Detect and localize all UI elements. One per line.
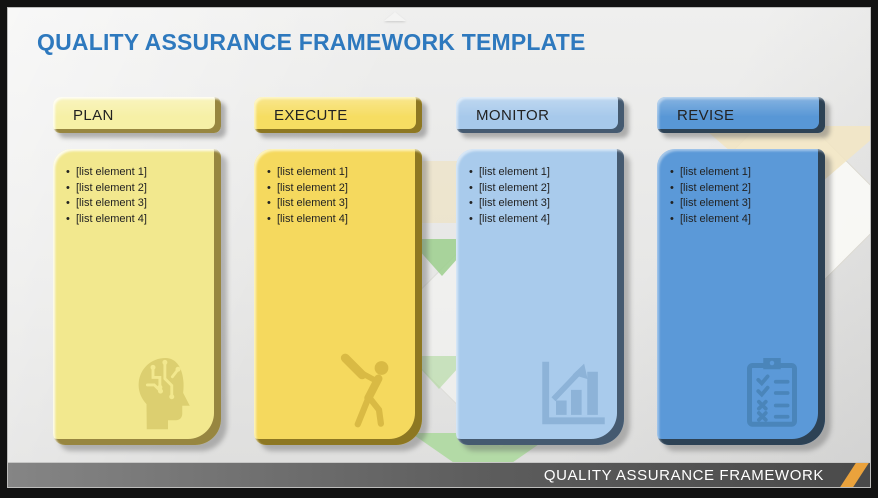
- column-body-plan: • [list element 1] • [list element 2] • [li…: [53, 149, 221, 445]
- baseball-batter-icon: [329, 353, 409, 433]
- list-item-text: [list element 4]: [277, 212, 348, 225]
- slide-canvas: QUALITY ASSURANCE FRAMEWORK TEMPLATE PLA…: [7, 7, 871, 488]
- list-item-text: [list element 3]: [479, 197, 550, 209]
- column-body-execute: • [list element 1] • [list element 2] • [li…: [254, 149, 422, 445]
- list-item: • [list element 2]: [469, 181, 608, 197]
- column-execute: EXECUTE • [list element 1] • [list element…: [254, 97, 422, 445]
- bullet: •: [267, 197, 271, 209]
- list-item: • [list element 4]: [66, 212, 205, 228]
- list-item-text: [list element 1]: [680, 166, 751, 178]
- list-item-text: [list element 4]: [76, 212, 147, 225]
- list-item-text: [list element 1]: [76, 166, 147, 178]
- list-item: • [list element 4]: [469, 212, 608, 228]
- bullet: •: [267, 181, 271, 194]
- list-item: • [list element 4]: [267, 212, 406, 228]
- page-title: QUALITY ASSURANCE FRAMEWORK TEMPLATE: [37, 29, 586, 55]
- bullet: •: [670, 166, 674, 178]
- list-item: • [list element 3]: [267, 196, 406, 212]
- list-item: • [list element 3]: [469, 196, 608, 212]
- watermark-band-beige: [416, 161, 462, 223]
- list-item: • [list element 1]: [66, 165, 205, 181]
- bullet: •: [66, 212, 70, 225]
- footer-bar: QUALITY ASSURANCE FRAMEWORK: [8, 462, 870, 487]
- column-header-monitor: MONITOR: [456, 97, 624, 133]
- ai-head-circuit-icon: [128, 353, 208, 433]
- column-body-revise: • [list element 1] • [list element 2] • [li…: [657, 149, 825, 445]
- clipboard-checklist-icon: [732, 353, 812, 433]
- bullet: •: [469, 181, 473, 194]
- list-item-text: [list element 3]: [76, 197, 147, 209]
- column-body-monitor: • [list element 1] • [list element 2] • [li…: [456, 149, 624, 445]
- list-item-text: [list element 2]: [680, 181, 751, 194]
- bullet: •: [469, 197, 473, 209]
- footer-title: QUALITY ASSURANCE FRAMEWORK: [543, 466, 824, 484]
- column-plan: PLAN • [list element 1] • [list element 2]…: [53, 97, 221, 445]
- column-header-execute: EXECUTE: [254, 97, 422, 133]
- list-item-text: [list element 2]: [277, 181, 348, 194]
- list-item-text: [list element 2]: [76, 181, 147, 194]
- column-header-plan: PLAN: [53, 97, 221, 133]
- list-item-text: [list element 3]: [277, 197, 348, 209]
- bullet: •: [66, 166, 70, 178]
- list-item-text: [list element 4]: [680, 212, 751, 225]
- footer-accent-stripe: [838, 463, 870, 487]
- list-item: • [list element 1]: [469, 165, 608, 181]
- bullet: •: [267, 166, 271, 178]
- list-item: • [list element 1]: [670, 165, 809, 181]
- bullet: •: [66, 181, 70, 194]
- bullet: •: [670, 181, 674, 194]
- column-monitor: MONITOR • [list element 1] • [list element…: [456, 97, 624, 445]
- list-item: • [list element 3]: [66, 196, 205, 212]
- list-item: • [list element 2]: [66, 181, 205, 197]
- list-item-text: [list element 1]: [277, 166, 348, 178]
- list-item: • [list element 3]: [670, 196, 809, 212]
- list-item-text: [list element 2]: [479, 181, 550, 194]
- list-item-text: [list element 3]: [680, 197, 751, 209]
- bullet: •: [66, 197, 70, 209]
- column-revise: REVISE • [list element 1] • [list element …: [657, 97, 825, 445]
- bullet: •: [670, 212, 674, 225]
- watermark-triangle-top: [384, 12, 406, 21]
- list-item-text: [list element 4]: [479, 212, 550, 225]
- list-item: • [list element 1]: [267, 165, 406, 181]
- bullet: •: [469, 166, 473, 178]
- list-item: • [list element 2]: [267, 181, 406, 197]
- list-item-text: [list element 1]: [479, 166, 550, 178]
- bullet: •: [670, 197, 674, 209]
- bullet: •: [267, 212, 271, 225]
- list-item: • [list element 4]: [670, 212, 809, 228]
- column-header-revise: REVISE: [657, 97, 825, 133]
- bar-chart-growth-icon: [531, 353, 611, 433]
- list-item: • [list element 2]: [670, 181, 809, 197]
- bullet: •: [469, 212, 473, 225]
